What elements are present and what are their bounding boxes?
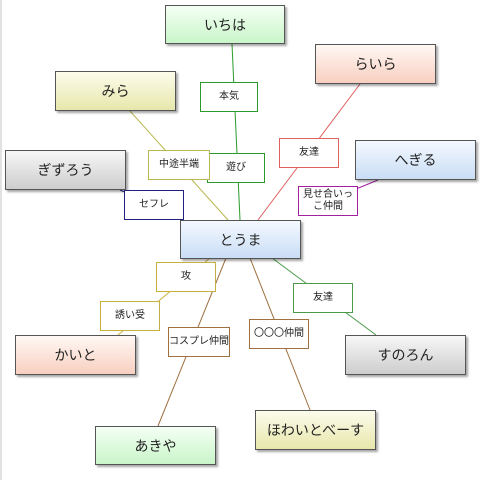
- node-sunoron-label: すのろん: [377, 348, 434, 364]
- node-gizurou[interactable]: ぎずろう: [5, 150, 126, 190]
- node-kaito-label: かいと: [54, 348, 97, 364]
- relation-asobi-label: 遊び: [226, 162, 246, 173]
- relation-sasoiuke-label: 誘い受: [115, 310, 145, 321]
- relation-honki[interactable]: 本気: [200, 82, 258, 112]
- left-border: [0, 0, 2, 480]
- relation-honki-label: 本気: [219, 91, 239, 102]
- node-howaitobesu-label: ほわいとべーす: [266, 423, 365, 439]
- relation-misease[interactable]: 見せ合いっこ仲間: [298, 186, 358, 216]
- relation-chuto-label: 中途半端: [159, 159, 199, 170]
- node-ichiha-label: いちは: [204, 17, 246, 34]
- relation-marumaru[interactable]: 〇〇〇仲間: [249, 319, 309, 349]
- node-gizurou-label: ぎずろう: [37, 163, 94, 179]
- node-akiya-label: あきや: [134, 438, 177, 455]
- node-raira-label: らいら: [354, 57, 397, 73]
- relation-cosplay[interactable]: コスプレ仲間: [168, 327, 230, 357]
- relation-marumaru-label: 〇〇〇仲間: [254, 328, 304, 339]
- relation-sefure[interactable]: セフレ: [124, 190, 184, 220]
- node-kaito[interactable]: かいと: [15, 335, 136, 375]
- relation-misease-label: 見せ合いっこ仲間: [303, 189, 353, 212]
- node-touma-label: とうま: [219, 232, 262, 249]
- node-mira-label: みら: [101, 84, 130, 100]
- node-raira[interactable]: らいら: [315, 44, 436, 84]
- node-ichiha[interactable]: いちは: [165, 5, 285, 44]
- node-touma[interactable]: とうま: [180, 220, 301, 259]
- relation-kou-label: 攻: [181, 271, 191, 282]
- line-ichiha: [231, 43, 241, 221]
- relation-tomodachi1[interactable]: 友達: [279, 138, 339, 168]
- relation-sefure-label: セフレ: [139, 199, 169, 210]
- node-sunoron[interactable]: すのろん: [345, 335, 466, 375]
- relation-kou[interactable]: 攻: [156, 262, 216, 292]
- relation-tomodachi1-label: 友達: [299, 147, 319, 158]
- node-hegiru[interactable]: へぎる: [355, 140, 476, 180]
- relation-cosplay-label: コスプレ仲間: [169, 336, 229, 347]
- node-hegiru-label: へぎる: [394, 153, 437, 169]
- relation-sasoiuke[interactable]: 誘い受: [100, 301, 160, 331]
- node-akiya[interactable]: あきや: [95, 426, 216, 465]
- relation-chuto[interactable]: 中途半端: [148, 150, 210, 180]
- relation-asobi[interactable]: 遊び: [207, 153, 265, 183]
- relation-tomodachi2[interactable]: 友達: [293, 283, 353, 313]
- relation-tomodachi2-label: 友達: [313, 292, 333, 303]
- node-mira[interactable]: みら: [55, 71, 176, 111]
- node-howaitobesu[interactable]: ほわいとべーす: [255, 410, 376, 450]
